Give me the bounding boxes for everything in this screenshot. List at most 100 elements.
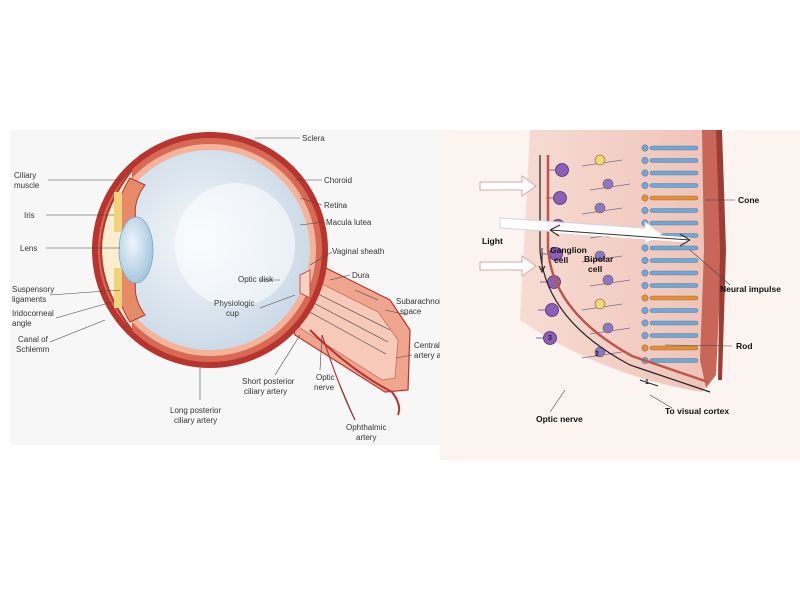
rod-nucleus <box>641 257 649 264</box>
cone-cell <box>649 345 699 351</box>
label-short-posterior-1: Short posterior <box>242 377 295 386</box>
rod-nucleus <box>641 319 649 327</box>
label-subarachnoid-1: Subarachnoid <box>396 297 445 306</box>
lens-shape <box>118 216 154 284</box>
step-number-1: 1 <box>645 379 649 386</box>
rod-nucleus <box>641 182 649 189</box>
rod-cell <box>649 258 699 263</box>
label-suspensory-2: ligaments <box>12 295 46 304</box>
label-light: Light <box>482 236 503 246</box>
cone-nucleus <box>641 194 649 202</box>
rod-cell <box>649 358 699 363</box>
rod-nucleus <box>641 144 649 152</box>
label-retina: Retina <box>324 201 348 210</box>
pigment-epithelium <box>700 130 722 388</box>
step-number-2: 2 <box>595 351 599 358</box>
label-ganglion-cell-2: cell <box>554 255 568 265</box>
label-macula-lutea: Macula lutea <box>326 218 372 227</box>
rod-nucleus <box>641 244 649 252</box>
light-arrow-2 <box>479 255 537 277</box>
retina-diagram-svg: 3 2 1 Light Ganglion cell Bipolar cell C… <box>440 130 800 460</box>
label-dura: Dura <box>352 271 370 280</box>
rod-nucleus <box>641 169 649 177</box>
label-canal-2: Schlemm <box>16 345 50 354</box>
label-physiologic-cup-1: Physiologic <box>214 299 254 308</box>
label-canal-1: Canal of <box>18 335 49 344</box>
label-bipolar-cell-2: cell <box>588 264 602 274</box>
retina-layers-diagram: 3 2 1 Light Ganglion cell Bipolar cell C… <box>440 130 800 460</box>
label-to-visual-cortex: To visual cortex <box>665 406 729 416</box>
iris-shape <box>114 192 122 232</box>
rod-cell <box>649 220 699 226</box>
label-bipolar-cell-1: Bipolar <box>584 254 614 264</box>
bipolar-cell <box>602 178 614 190</box>
label-sclera: Sclera <box>302 134 325 143</box>
label-ophthalmic-2: artery <box>356 433 376 442</box>
bipolar-cell <box>594 298 606 310</box>
cone-cell <box>649 295 699 301</box>
retina-tissue <box>520 130 715 392</box>
cone-nucleus <box>641 344 649 352</box>
rod-nucleus <box>641 207 649 214</box>
rod-cell <box>649 333 699 338</box>
label-optic-disk: Optic disk <box>238 275 274 284</box>
step-number-3: 3 <box>548 335 552 342</box>
rod-nucleus <box>641 332 649 339</box>
label-iris: Iris <box>24 211 35 220</box>
rod-nucleus <box>641 282 649 289</box>
label-long-posterior-2: ciliary artery <box>174 416 217 425</box>
bipolar-cell <box>594 250 606 262</box>
label-choroid: Choroid <box>324 176 352 185</box>
label-optic-nerve-2: nerve <box>314 383 335 392</box>
label-ganglion-cell-1: Ganglion <box>550 245 587 255</box>
label-long-posterior-1: Long posterior <box>170 406 221 415</box>
ganglion-cell <box>543 331 557 345</box>
cone-nucleus <box>641 294 649 302</box>
label-ophthalmic-1: Ophthalmic <box>346 423 386 432</box>
label-neural-impulse: Neural impulse <box>720 284 781 294</box>
label-iridocorneal-1: Iridocorneal <box>12 309 54 318</box>
label-ciliary-muscle-1: Ciliary <box>14 171 36 180</box>
label-ciliary-muscle-2: muscle <box>14 181 40 190</box>
bipolar-cell <box>594 154 606 166</box>
bipolar-cell <box>594 202 606 214</box>
label-central-artery-2: artery an <box>414 351 446 360</box>
label-iridocorneal-2: angle <box>12 319 32 328</box>
ophthalmic-artery-shape <box>309 329 401 416</box>
eye-anatomy-diagram: Sclera Choroid Retina Macula lutea Vagin… <box>10 130 460 445</box>
ganglion-cell <box>545 303 559 317</box>
rod-cell <box>649 145 699 151</box>
label-cone: Cone <box>738 195 760 205</box>
label-central-artery-1: Central r <box>414 341 445 350</box>
eye-diagram-svg: Sclera Choroid Retina Macula lutea Vagin… <box>12 132 446 442</box>
label-short-posterior-2: ciliary artery <box>244 387 287 396</box>
rod-cell <box>649 183 699 188</box>
label-optic-nerve: Optic nerve <box>536 414 583 424</box>
rod-cell <box>649 283 699 288</box>
bipolar-cell <box>602 322 614 334</box>
rod-cell <box>649 308 699 313</box>
label-subarachnoid-2: space <box>400 307 422 316</box>
label-vaginal-sheath: Vaginal sheath <box>332 247 384 256</box>
label-suspensory-1: Suspensory <box>12 285 54 294</box>
rod-nucleus <box>641 307 649 314</box>
optic-disk-shape <box>299 269 311 299</box>
nerve-fiber-path <box>539 155 711 393</box>
bipolar-cell <box>602 274 614 286</box>
cone-cell <box>649 195 699 201</box>
label-rod: Rod <box>736 341 753 351</box>
light-arrow-1 <box>479 175 537 197</box>
rod-nucleus <box>641 269 649 277</box>
rod-nucleus <box>641 157 649 164</box>
ganglion-cell <box>555 163 569 177</box>
ganglion-cell <box>553 191 567 205</box>
rod-cell <box>649 320 699 326</box>
rod-cell <box>649 208 699 213</box>
label-optic-nerve-1: Optic <box>316 373 335 382</box>
label-physiologic-cup-2: cup <box>226 309 239 318</box>
label-lens: Lens <box>20 244 37 253</box>
rod-cell <box>649 170 699 176</box>
rod-cell <box>649 270 699 276</box>
rod-cell <box>649 245 699 251</box>
rod-cell <box>649 158 699 163</box>
